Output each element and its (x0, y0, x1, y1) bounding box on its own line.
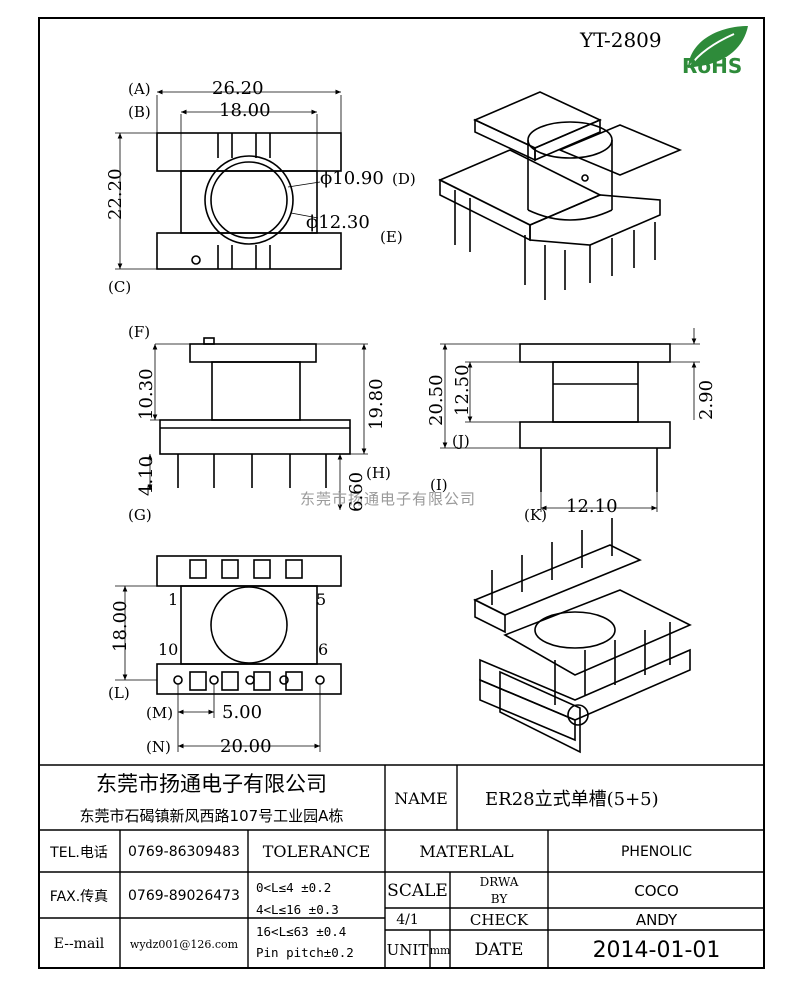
title-block-grid (38, 764, 765, 969)
dim-a-value: 26.20 (212, 78, 264, 99)
tolerance-label: TOLERANCE (262, 842, 371, 861)
dim-height-value: 22.20 (105, 168, 126, 220)
dim-i-value: 20.50 (426, 374, 447, 426)
email-label: E--mail (53, 936, 105, 952)
dim-k-value: 12.10 (566, 496, 618, 517)
drawn-by-label-2: BY (490, 892, 508, 906)
drawn-by-value: COCO (634, 881, 679, 900)
material-label: MATERLAL (419, 842, 514, 861)
company-name: 东莞市扬通电子有限公司 (96, 772, 327, 796)
dim-f-value: 10.30 (136, 368, 157, 420)
date-value: 2014-01-01 (592, 937, 721, 963)
tel-value: 0769-86309483 (128, 843, 240, 860)
tag-b: (B) (128, 103, 151, 121)
rohs-leaf-icon (688, 26, 748, 68)
tel-label: TEL.电话 (50, 844, 108, 861)
date-label: DATE (474, 940, 524, 960)
top-view (115, 89, 342, 270)
rohs-logo-text: RoHS (682, 54, 743, 78)
dim-l-value: 18.00 (110, 600, 131, 652)
tag-n: (N) (146, 738, 171, 756)
pin-label-10: 10 (158, 640, 179, 659)
tag-j: (J) (452, 432, 470, 450)
check-value: ANDY (635, 910, 678, 929)
pin-label-6: 6 (318, 640, 329, 659)
unit-value: mm (429, 943, 451, 957)
tag-k: (K) (524, 506, 547, 524)
tag-g: (G) (128, 506, 152, 524)
model-number: YT-2809 (580, 28, 662, 52)
front-view (147, 337, 368, 510)
tolerance-line-4: Pin pitch±0.2 (256, 945, 354, 960)
tag-c: (C) (108, 278, 132, 296)
dim-top-value: 2.90 (696, 379, 717, 420)
tag-l: (L) (108, 684, 130, 702)
tag-d: (D) (392, 170, 416, 188)
part-name: ER28立式单槽(5+5) (485, 789, 659, 810)
isometric-view-bottom (473, 518, 692, 754)
watermark: 东莞市扬通电子有限公司 (300, 490, 477, 508)
dim-e-value: ϕ12.30 (306, 212, 370, 233)
tag-i: (I) (430, 476, 448, 494)
tolerance-line-3: 16<L≤63 ±0.4 (256, 924, 347, 939)
dim-d-value: ϕ10.90 (320, 168, 384, 189)
scale-label: SCALE (387, 880, 448, 901)
dim-g-value: 4.10 (136, 455, 157, 496)
tag-e: (E) (380, 228, 403, 246)
scale-value: 4/1 (396, 911, 419, 928)
name-label: NAME (394, 788, 448, 808)
pin-label-1: 1 (168, 590, 179, 609)
tag-f: (F) (128, 323, 151, 341)
email-value: wydz001@126.com (129, 937, 239, 951)
tolerance-line-1: 0<L≤4 ±0.2 (256, 880, 332, 895)
dim-b-value: 18.00 (219, 100, 271, 121)
tag-a: (A) (128, 80, 151, 98)
bottom-view (115, 555, 342, 752)
company-address: 东莞市石碣镇新风西路107号工业园A栋 (79, 806, 344, 825)
isometric-view-top (438, 91, 683, 300)
drawn-by-label-1: DRWA (479, 875, 519, 889)
fax-label: FAX.传真 (49, 888, 109, 905)
side-view (440, 328, 700, 512)
tag-m: (M) (146, 704, 174, 722)
dim-m-value: 5.00 (222, 702, 263, 723)
fax-value: 0769-89026473 (128, 887, 240, 904)
unit-label: UNIT (386, 941, 429, 959)
tolerance-line-2: 4<L≤16 ±0.3 (256, 902, 339, 917)
dim-h-value: 6.60 (346, 471, 367, 512)
check-label: CHECK (469, 910, 529, 929)
material-value: PHENOLIC (620, 843, 692, 860)
dim-n-value: 20.00 (220, 736, 272, 757)
dim-j-value: 12.50 (452, 364, 473, 416)
drawing-frame (38, 17, 765, 969)
dim-total-value: 19.80 (366, 378, 387, 430)
tag-h: (H) (366, 464, 391, 482)
pin-label-5: 5 (316, 590, 327, 609)
